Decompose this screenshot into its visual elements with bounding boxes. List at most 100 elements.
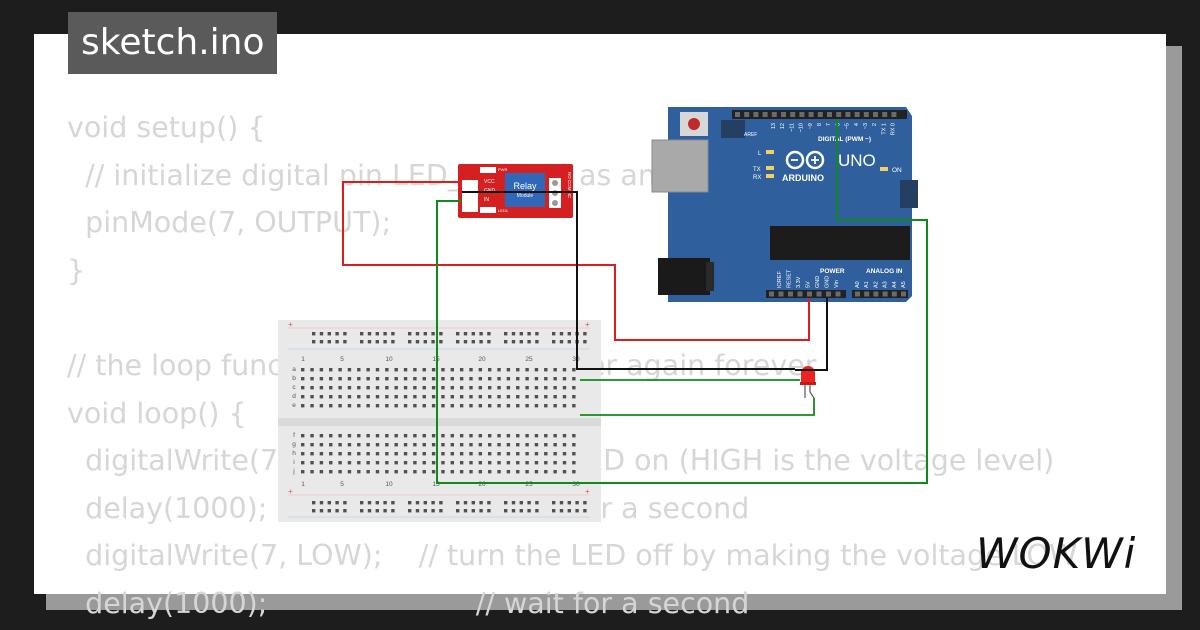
breadboard-hole[interactable] <box>478 461 483 465</box>
breadboard-hole[interactable] <box>347 368 352 372</box>
breadboard-hole[interactable] <box>450 434 454 438</box>
header-pin[interactable] <box>788 291 793 297</box>
breadboard-hole[interactable] <box>525 377 529 381</box>
breadboard-hole[interactable] <box>347 404 352 408</box>
breadboard-hole[interactable] <box>338 443 342 447</box>
breadboard-hole[interactable] <box>527 340 531 344</box>
breadboard-hole[interactable] <box>504 509 508 513</box>
breadboard-hole[interactable] <box>516 443 520 447</box>
breadboard-hole[interactable] <box>408 509 412 513</box>
breadboard-hole[interactable] <box>403 443 408 447</box>
breadboard-hole[interactable] <box>572 452 576 456</box>
breadboard-hole[interactable] <box>375 332 379 336</box>
breadboard-hole[interactable] <box>583 340 587 344</box>
breadboard-hole[interactable] <box>459 404 464 408</box>
breadboard-hole[interactable] <box>471 509 475 513</box>
header-pin[interactable] <box>753 112 759 117</box>
breadboard-hole[interactable] <box>338 377 342 381</box>
breadboard-hole[interactable] <box>347 386 352 390</box>
breadboard-hole[interactable] <box>506 386 511 390</box>
breadboard-hole[interactable] <box>357 461 361 465</box>
breadboard-hole[interactable] <box>394 461 398 465</box>
breadboard-hole[interactable] <box>343 340 347 344</box>
breadboard-hole[interactable] <box>383 509 387 513</box>
breadboard-hole[interactable] <box>516 452 520 456</box>
breadboard-hole[interactable] <box>338 386 342 390</box>
breadboard-hole[interactable] <box>338 452 342 456</box>
breadboard-hole[interactable] <box>572 377 576 381</box>
breadboard-hole[interactable] <box>506 461 511 465</box>
header-pin[interactable] <box>864 291 870 297</box>
breadboard-hole[interactable] <box>583 509 587 513</box>
breadboard-hole[interactable] <box>450 461 454 465</box>
breadboard-hole[interactable] <box>441 377 445 381</box>
breadboard-hole[interactable] <box>403 377 408 381</box>
breadboard-hole[interactable] <box>357 404 361 408</box>
breadboard-hole[interactable] <box>301 470 305 474</box>
breadboard-hole[interactable] <box>497 452 501 456</box>
breadboard-hole[interactable] <box>562 443 567 447</box>
breadboard-hole[interactable] <box>301 386 305 390</box>
breadboard-hole[interactable] <box>319 368 324 372</box>
breadboard-hole[interactable] <box>301 443 305 447</box>
breadboard-hole[interactable] <box>375 434 380 438</box>
breadboard-hole[interactable] <box>487 332 491 336</box>
breadboard-hole[interactable] <box>366 377 370 381</box>
breadboard-hole[interactable] <box>583 501 587 505</box>
breadboard-hole[interactable] <box>394 434 398 438</box>
breadboard-hole[interactable] <box>497 386 501 390</box>
header-pin[interactable] <box>781 112 786 117</box>
breadboard-hole[interactable] <box>459 461 464 465</box>
breadboard-hole[interactable] <box>506 443 511 447</box>
breadboard-hole[interactable] <box>375 386 380 390</box>
breadboard-hole[interactable] <box>403 386 408 390</box>
breadboard-hole[interactable] <box>319 452 324 456</box>
breadboard-hole[interactable] <box>413 443 417 447</box>
breadboard-hole[interactable] <box>450 452 454 456</box>
breadboard-hole[interactable] <box>519 509 523 513</box>
breadboard-hole[interactable] <box>319 404 324 408</box>
breadboard-hole[interactable] <box>562 452 567 456</box>
breadboard-hole[interactable] <box>441 470 445 474</box>
breadboard-hole[interactable] <box>572 395 576 399</box>
breadboard-hole[interactable] <box>441 443 445 447</box>
breadboard-hole[interactable] <box>441 461 445 465</box>
breadboard-hole[interactable] <box>347 470 352 474</box>
breadboard-hole[interactable] <box>562 461 567 465</box>
breadboard-hole[interactable] <box>343 509 347 513</box>
breadboard-hole[interactable] <box>441 386 445 390</box>
breadboard-hole[interactable] <box>525 395 529 399</box>
breadboard-hole[interactable] <box>471 501 475 505</box>
breadboard-hole[interactable] <box>385 377 389 381</box>
breadboard-hole[interactable] <box>534 461 539 465</box>
breadboard-hole[interactable] <box>431 434 436 438</box>
breadboard-hole[interactable] <box>367 501 372 505</box>
breadboard-hole[interactable] <box>319 386 324 390</box>
breadboard-hole[interactable] <box>329 443 333 447</box>
breadboard-hole[interactable] <box>511 332 516 336</box>
breadboard-hole[interactable] <box>408 501 412 505</box>
breadboard-hole[interactable] <box>422 452 426 456</box>
breadboard-hole[interactable] <box>534 470 539 474</box>
breadboard-hole[interactable] <box>553 395 557 399</box>
breadboard-hole[interactable] <box>375 509 379 513</box>
breadboard-hole[interactable] <box>347 452 352 456</box>
breadboard-hole[interactable] <box>575 501 579 505</box>
breadboard-hole[interactable] <box>497 434 501 438</box>
breadboard-hole[interactable] <box>516 434 520 438</box>
breadboard-hole[interactable] <box>415 509 420 513</box>
breadboard-hole[interactable] <box>415 501 420 505</box>
breadboard-hole[interactable] <box>335 501 339 505</box>
breadboard-hole[interactable] <box>478 470 483 474</box>
breadboard-hole[interactable] <box>347 377 352 381</box>
breadboard-hole[interactable] <box>413 404 417 408</box>
breadboard-hole[interactable] <box>431 470 436 474</box>
reset-button[interactable] <box>688 118 700 130</box>
breadboard-hole[interactable] <box>527 501 531 505</box>
breadboard-hole[interactable] <box>327 332 331 336</box>
breadboard-hole[interactable] <box>375 395 380 399</box>
breadboard-hole[interactable] <box>391 501 395 505</box>
breadboard-hole[interactable] <box>408 332 412 336</box>
breadboard-hole[interactable] <box>516 461 520 465</box>
breadboard-hole[interactable] <box>383 332 387 336</box>
